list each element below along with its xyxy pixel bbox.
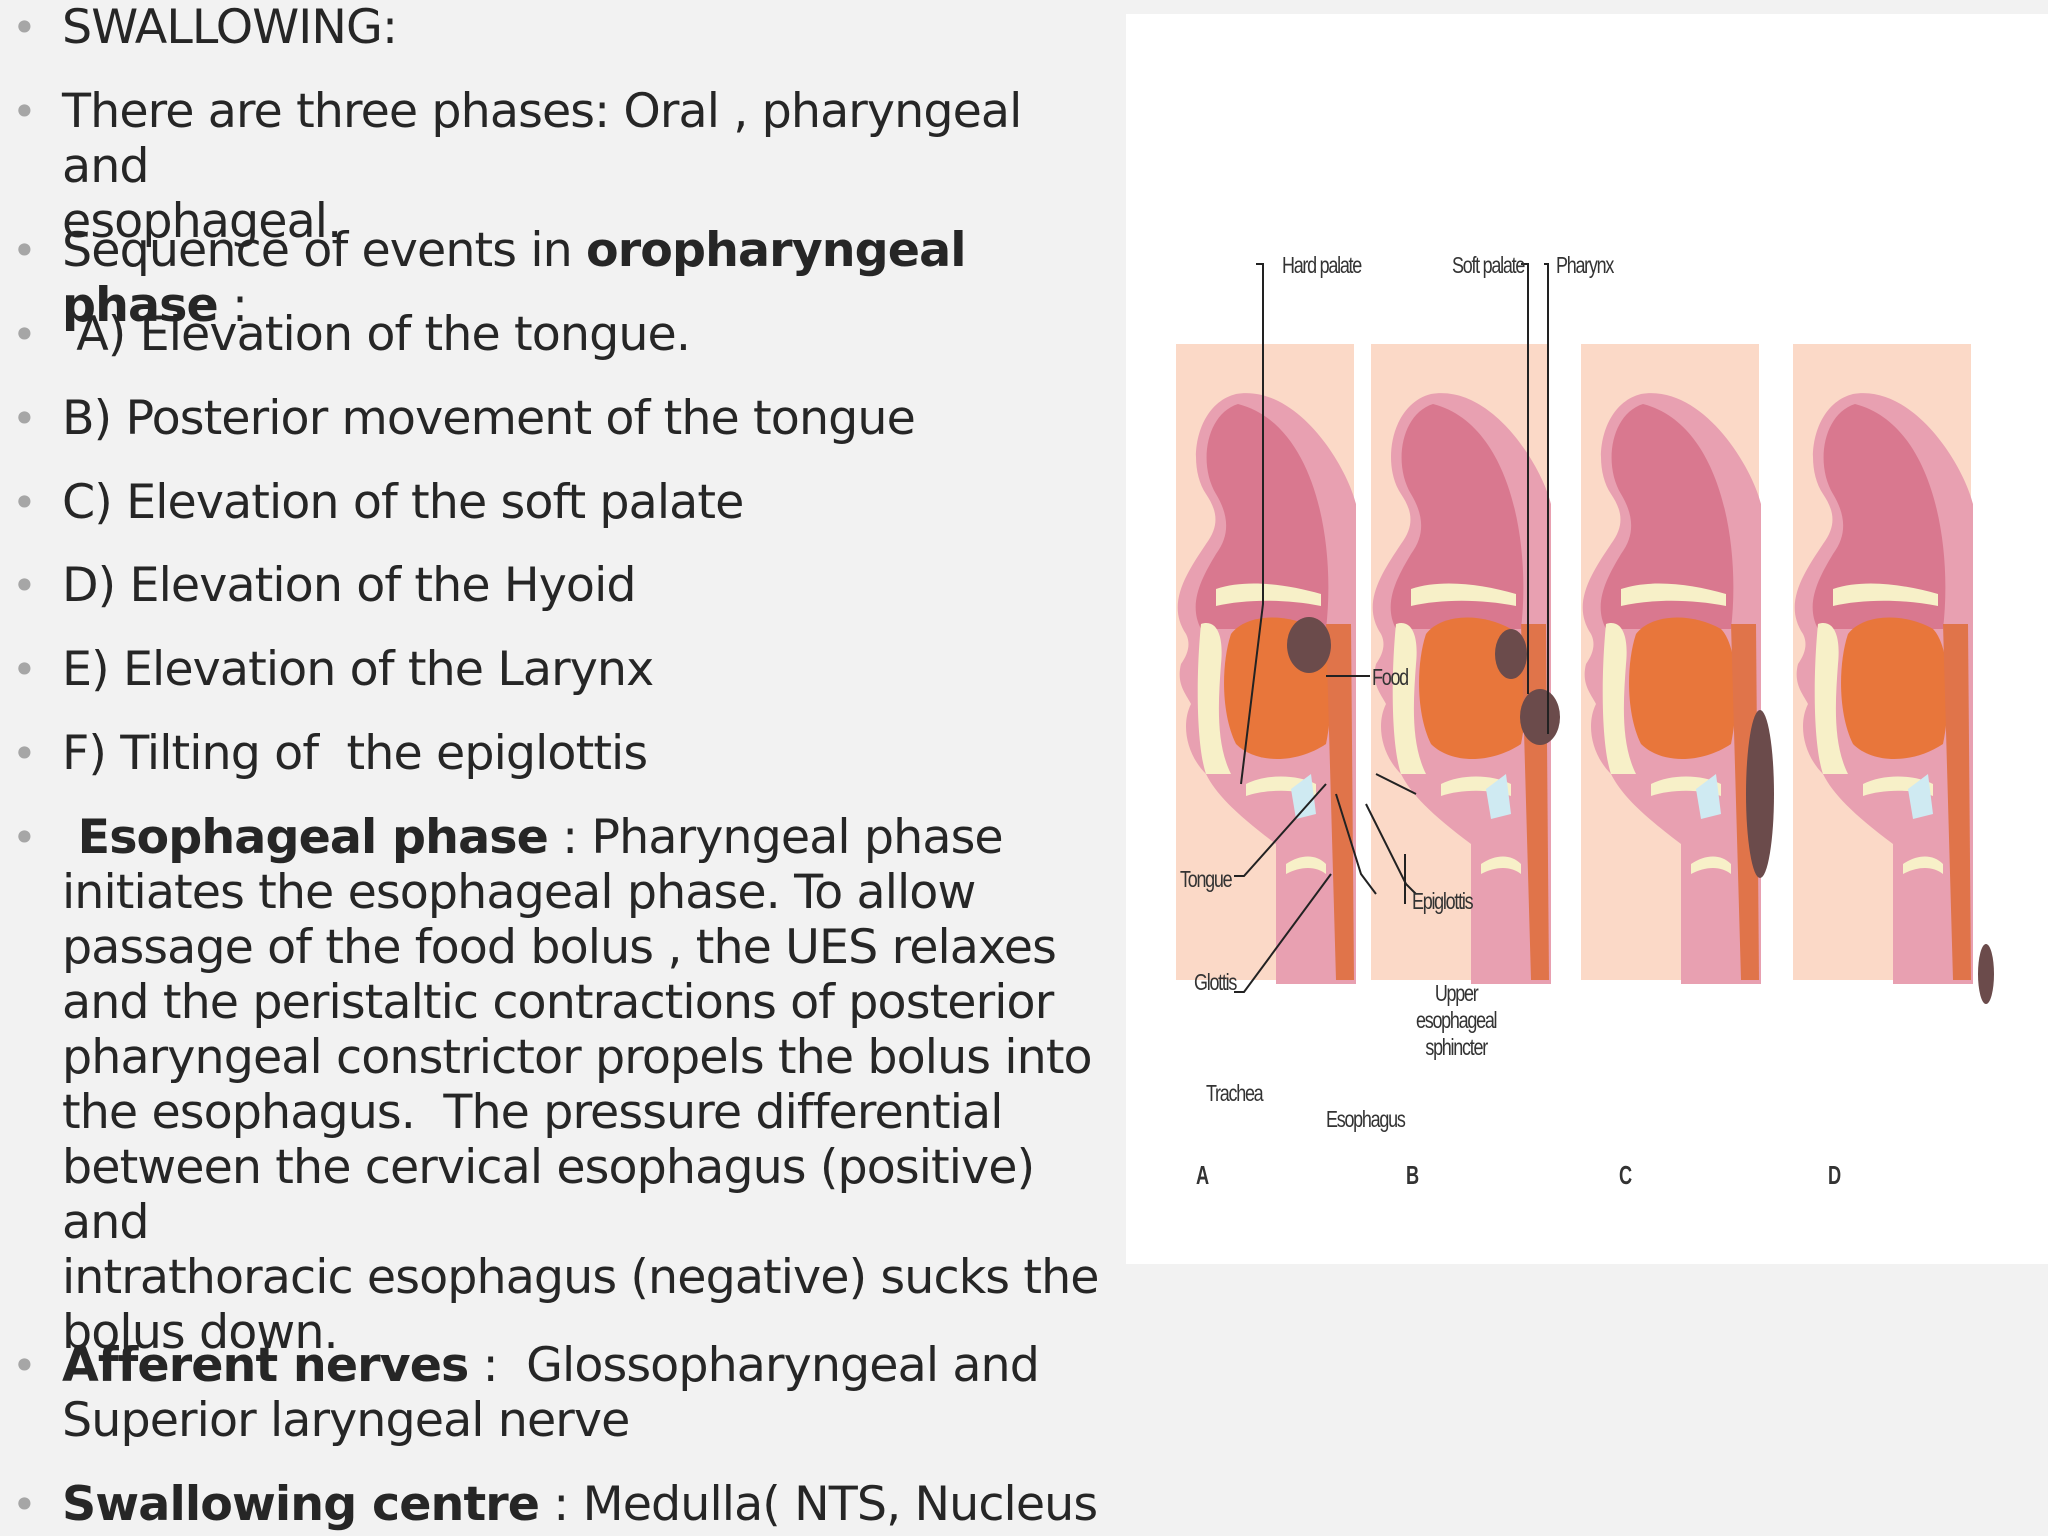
soft-palate-label: Soft palate [1452, 252, 1525, 278]
food-bolus-c [1746, 710, 1774, 878]
bullet-text: B) Posterior movement of the tongue [62, 391, 1118, 446]
bullet-item: • A) Elevation of the tongue. [0, 307, 1118, 362]
bullet-text-run: : [381, 0, 398, 55]
bullet-text-run: : Pharyngeal phase initiates the esophag… [62, 810, 1100, 1360]
panel-label-c: C [1619, 1160, 1633, 1190]
bullet-text: Swallowing centre : Medulla( NTS, Nucleu… [62, 1477, 1118, 1532]
bullet-item: • Swallowing centre : Medulla( NTS, Nucle… [0, 1477, 1118, 1532]
bullet-text-run: A) Elevation of the tongue. [62, 307, 691, 362]
bullet-text-run: : [217, 278, 248, 333]
bullet-text-run: B) Posterior movement of the tongue [62, 391, 916, 446]
trachea-label: Trachea [1206, 1080, 1264, 1106]
bullet-marker: • [12, 87, 37, 136]
swallowing-phases-figure: Hard palate Soft palate Pharynx Food Ton… [1126, 14, 2048, 1264]
pharynx-label: Pharynx [1556, 252, 1614, 278]
bullet-marker: • [12, 310, 37, 359]
bullet-text-run: : Medulla( NTS, Nucleus [539, 1477, 1098, 1532]
bullet-text-run: Sequence of events in [62, 223, 587, 278]
food-bolus-b2 [1520, 689, 1560, 745]
anatomy-illustration [1176, 263, 1994, 1004]
panel-label-a: A [1196, 1160, 1210, 1190]
bullet-item: • SWALLOWING: [0, 0, 1118, 55]
bullet-text: A) Elevation of the tongue. [62, 307, 1118, 362]
esophagus-label: Esophagus [1326, 1106, 1406, 1132]
bullet-item: • E) Elevation of the Larynx [0, 642, 1118, 697]
bullet-text-run: D) Elevation of the Hyoid [62, 558, 637, 613]
hard-palate-label: Hard palate [1282, 252, 1362, 278]
bullet-text: Sequence of events in oropharyngeal phas… [62, 223, 1118, 333]
bullet-text-run: : Glossopharyngeal and Superior laryngea… [62, 1338, 1040, 1448]
bullet-item: • Afferent nerves : Glossopharyngeal and … [0, 1338, 1118, 1448]
panel-label-d: D [1828, 1160, 1842, 1190]
bullet-item: • F) Tilting of the epiglottis [0, 726, 1118, 781]
bullet-item: • Esophageal phase : Pharyngeal phase in… [0, 810, 1118, 1360]
bullet-text-run: F) Tilting of the epiglottis [62, 726, 648, 781]
bullet-marker: • [12, 394, 37, 443]
bullet-item: • C) Elevation of the soft palate [0, 475, 1118, 530]
bullet-marker: • [12, 813, 37, 862]
upper-esophageal-sphincter-label: Upper esophageal sphincter [1416, 980, 1498, 1060]
bullet-marker: • [12, 3, 37, 52]
bullet-marker: • [12, 561, 37, 610]
bullet-marker: • [12, 645, 37, 694]
bullet-text: C) Elevation of the soft palate [62, 475, 1118, 530]
bullet-text-run: There are three phases: Oral , pharyngea… [62, 84, 1022, 249]
bullet-marker: • [12, 226, 37, 275]
epiglottis-label: Epiglottis [1412, 888, 1474, 914]
bullet-text-run: C) Elevation of the soft palate [62, 475, 744, 530]
bullet-text-run: E) Elevation of the Larynx [62, 642, 654, 697]
glottis-label: Glottis [1194, 969, 1237, 995]
food-label: Food [1372, 664, 1409, 690]
food-bolus-d [1978, 944, 1994, 1004]
bullet-text: SWALLOWING: [62, 0, 1118, 55]
food-bolus-b1 [1495, 629, 1527, 679]
leader-lines [1234, 263, 1549, 993]
bullet-text: E) Elevation of the Larynx [62, 642, 1118, 697]
bullet-bold-text: oropharyngeal phase [62, 223, 982, 333]
bullet-text: D) Elevation of the Hyoid [62, 558, 1118, 613]
bullet-marker: • [12, 478, 37, 527]
bullet-text: There are three phases: Oral , pharyngea… [62, 84, 1118, 249]
bullet-text: Esophageal phase : Pharyngeal phase init… [62, 810, 1118, 1360]
tongue-label: Tongue [1180, 866, 1233, 892]
bullet-item: • Sequence of events in oropharyngeal pha… [0, 223, 1118, 333]
bullet-item: • D) Elevation of the Hyoid [0, 558, 1118, 613]
bullet-marker: • [12, 1480, 37, 1529]
bullet-marker: • [12, 1341, 37, 1390]
bullet-text: F) Tilting of the epiglottis [62, 726, 1118, 781]
bullet-marker: • [12, 729, 37, 778]
bullet-bold-text: Esophageal phase [62, 810, 549, 865]
panel-label-b: B [1406, 1160, 1420, 1190]
bullet-item: • B) Posterior movement of the tongue [0, 391, 1118, 446]
bullet-text: Afferent nerves : Glossopharyngeal and S… [62, 1338, 1118, 1448]
bullet-bold-text: Afferent nerves [62, 1338, 469, 1393]
bullet-text-run: SWALLOWING [62, 0, 383, 55]
bullet-bold-text: Swallowing centre [62, 1477, 540, 1532]
food-bolus-a [1287, 617, 1331, 673]
bullet-item: • There are three phases: Oral , pharynge… [0, 84, 1118, 249]
